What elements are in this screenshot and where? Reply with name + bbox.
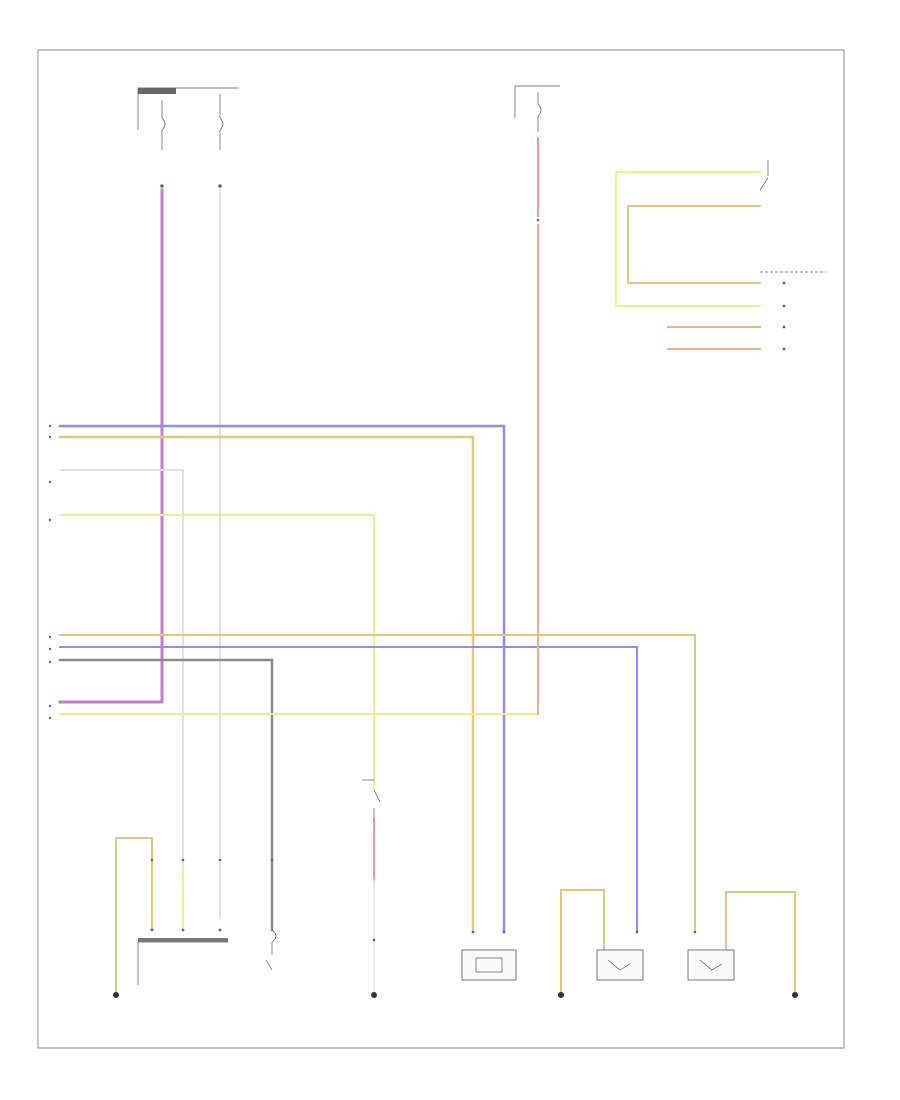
- tick-5: [48, 635, 52, 639]
- module-left-bar: [138, 938, 228, 942]
- ground-3: [558, 992, 564, 998]
- tick-9: [48, 716, 52, 720]
- tick-3: [48, 480, 52, 484]
- ground-1: [113, 992, 119, 998]
- grounds: [113, 992, 798, 998]
- module-pin-2: [181, 928, 185, 932]
- wire-gray: [58, 658, 274, 932]
- junction-9: [693, 930, 697, 934]
- junction-6: [471, 930, 475, 934]
- module-left-outline: [137, 941, 228, 985]
- wire-tan-right-1: [615, 171, 761, 307]
- wire-yellow-mid: [59, 514, 375, 791]
- fuse-symbol-1: [161, 117, 166, 131]
- pressure-switch-contact: [265, 959, 273, 971]
- connector-pin-3: [782, 325, 786, 329]
- tick-7: [48, 660, 52, 664]
- switch1-symbol: [607, 959, 631, 971]
- wire-tan-loop-switch1: [560, 889, 605, 993]
- wire-tan-lower: [59, 634, 696, 933]
- junction-dots: [150, 218, 697, 942]
- fuse-block-right: [514, 85, 560, 132]
- switch-symbol-top-right: [759, 177, 769, 191]
- junction-2: [218, 858, 222, 862]
- component-switch-1: [596, 949, 644, 981]
- tick-4: [48, 518, 52, 522]
- wire-tan-top: [58, 435, 475, 934]
- ground-2: [371, 992, 377, 998]
- switch-top-right: [759, 160, 826, 351]
- fuse-block-left: [137, 87, 238, 188]
- door-switch-symbol: [373, 789, 381, 803]
- module-pin-1: [150, 928, 154, 932]
- fuse-symbol-2: [219, 117, 224, 131]
- tick-8: [48, 704, 52, 708]
- control-module-left: [137, 928, 228, 985]
- wire-violet: [58, 188, 164, 704]
- junction-4: [150, 858, 154, 862]
- ground-4: [792, 992, 798, 998]
- tick-6: [48, 647, 52, 651]
- junction-1: [181, 858, 185, 862]
- fuse-terminal-1: [160, 184, 164, 188]
- motor-symbol: [475, 957, 503, 973]
- switch2-symbol: [699, 959, 723, 971]
- module-pin-3: [218, 928, 222, 932]
- connector-pin-4: [782, 347, 786, 351]
- door-switch: [362, 779, 381, 820]
- wire-tan-right-2: [627, 205, 761, 284]
- junction-10: [536, 218, 540, 222]
- wire-tan-loop-left: [115, 837, 153, 993]
- component-switch-2: [687, 949, 735, 981]
- tick-2: [48, 435, 52, 439]
- fuse-terminal-2: [218, 184, 222, 188]
- wire-blue-lower: [59, 646, 638, 933]
- wire-tan-loop-switch2: [725, 891, 796, 993]
- wire-white-mid: [59, 469, 184, 919]
- diagram-frame: [37, 49, 845, 1049]
- tick-1: [48, 424, 52, 428]
- junction-7: [502, 930, 506, 934]
- junction-5: [372, 938, 376, 942]
- motor-box: [461, 949, 517, 981]
- fuse-symbol-3: [537, 103, 542, 117]
- switch2-box: [687, 949, 735, 981]
- fuse-box-outline-right: [514, 85, 560, 118]
- connector-pin-2: [782, 304, 786, 308]
- switch1-box: [596, 949, 644, 981]
- component-motor: [461, 949, 517, 981]
- junction-8: [635, 930, 639, 934]
- connector-pin-1: [782, 281, 786, 285]
- wire-blue-top: [58, 424, 506, 934]
- pressure-switch: [265, 929, 277, 971]
- left-connector-ticks: [48, 424, 52, 720]
- pressure-switch-symbol: [271, 929, 277, 943]
- fuse-block-label-bar: [138, 88, 176, 94]
- junction-3: [270, 858, 274, 862]
